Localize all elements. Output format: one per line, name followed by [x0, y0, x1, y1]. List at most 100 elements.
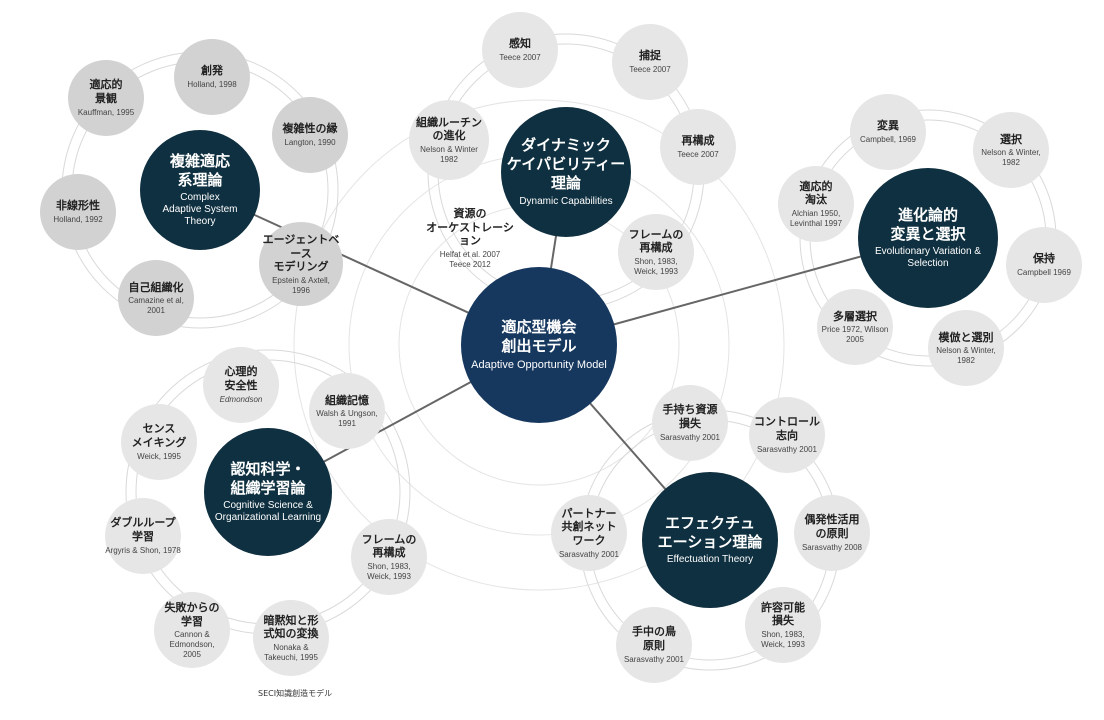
center-title-jp: 適応型機会 創出モデル: [501, 318, 577, 355]
node-label: 手持ち資源 損失: [662, 403, 718, 431]
node-label: 許容可能 損失: [761, 600, 805, 628]
node-label: 創発: [201, 64, 223, 78]
node-label: 失敗からの 学習: [164, 600, 220, 628]
node-citation: Cannon & Edmondson, 2005: [169, 630, 215, 659]
node-label: 偶発性活用 の原則: [804, 513, 860, 541]
hub-effectuation: エフェクチュ エーション理論 Effectuation Theory: [642, 472, 778, 608]
node-retention: 保持 Campbell 1969: [1006, 227, 1082, 303]
node-agent-based-modeling: エージェントベース モデリング Epstein & Axtell, 1996: [259, 222, 343, 306]
node-frame-reconstruction-dc: フレームの 再構成 Shon, 1983, Weick, 1993: [618, 214, 694, 290]
node-label: 保持: [1033, 252, 1055, 266]
node-citation: Shon, 1983, Weick, 1993: [367, 562, 411, 581]
node-citation: Teece 2007: [629, 65, 671, 75]
node-label: 適応的 景観: [89, 78, 123, 106]
node-citation: Teece 2007: [677, 150, 719, 160]
node-label: エージェントベース モデリング: [262, 232, 340, 274]
node-label: 暗黙知と形 式知の変換: [263, 613, 319, 641]
node-label: 選択: [1000, 132, 1022, 146]
node-citation: Holland, 1992: [53, 215, 103, 225]
node-citation: Sarasvathy 2001: [756, 444, 818, 454]
node-selection: 選択 Nelson & Winter, 1982: [973, 112, 1049, 188]
node-citation: Sarasvathy 2001: [558, 549, 620, 559]
hub-cognitive-learning: 認知科学・ 組織学習論 Cognitive Science & Organiza…: [204, 428, 332, 556]
node-citation: Walsh & Ungson, 1991: [316, 409, 378, 428]
hub-title-jp: ダイナミック ケイパビリティー 理論: [506, 136, 626, 192]
node-citation: Price 1972, Wilson 2005: [821, 325, 889, 344]
node-citation: Alchian 1950, Levinthal 1997: [789, 209, 843, 228]
node-label: フレームの 再構成: [628, 227, 684, 255]
hub-title-en: Dynamic Capabilities: [519, 195, 613, 207]
node-label: 感知: [509, 37, 531, 51]
hub-title-jp: 進化論的 変異と選択: [890, 205, 966, 243]
node-citation: Teece 2007: [499, 53, 541, 63]
node-label: 模倣と選別: [938, 330, 994, 344]
node-citation: Sarasvathy 2001: [659, 432, 721, 442]
node-citation: Kauffman, 1995: [77, 107, 135, 117]
hub-title-en: Effectuation Theory: [666, 554, 754, 566]
node-multilevel-selection: 多層選択 Price 1972, Wilson 2005: [817, 289, 893, 365]
node-frame-reconstruction-cog: フレームの 再構成 Shon, 1983, Weick, 1993: [351, 519, 427, 595]
node-label: 非線形性: [56, 199, 100, 213]
node-label: 再構成: [681, 134, 715, 148]
hub-evolutionary: 進化論的 変異と選択 Evolutionary Variation & Sele…: [858, 168, 998, 308]
node-label: 変異: [877, 119, 899, 133]
node-label: 資源の オーケストレーション: [426, 206, 514, 248]
node-label: 捕捉: [639, 49, 661, 63]
hub-title-jp: エフェクチュ エーション理論: [657, 513, 763, 551]
node-emergence: 創発 Holland, 1998: [174, 39, 250, 115]
node-citation: Langton, 1990: [284, 138, 336, 148]
node-label: 組織ルーチン の進化: [416, 115, 482, 143]
hub-title-en: Cognitive Science & Organizational Learn…: [214, 500, 322, 524]
node-label: 心理的 安全性: [224, 365, 258, 393]
node-label: ダブルループ 学習: [110, 516, 176, 544]
node-label: フレームの 再構成: [361, 532, 417, 560]
node-citation: Holland, 1998: [187, 80, 237, 90]
node-label: センス メイキング: [131, 422, 187, 450]
node-citation: Sarasvathy 2001: [623, 654, 685, 664]
hub-dynamic-capabilities: ダイナミック ケイパビリティー 理論 Dynamic Capabilities: [501, 107, 631, 237]
hub-title-jp: 複雑適応 系理論: [169, 151, 230, 189]
node-citation: Nelson & Winter, 1982: [981, 148, 1041, 167]
node-citation: Sarasvathy 2008: [801, 542, 863, 552]
node-label: 複雑性の縁: [282, 122, 338, 136]
node-citation: Nonaka & Takeuchi, 1995: [264, 643, 318, 662]
hub-title-en: Evolutionary Variation & Selection: [875, 246, 981, 270]
node-label: コントロール 志向: [754, 415, 820, 443]
node-reconfiguring: 再構成 Teece 2007: [660, 109, 736, 185]
node-citation: Shon, 1983, Weick, 1993: [634, 257, 678, 276]
node-label: 組織記憶: [325, 393, 369, 407]
node-label: 多層選択: [833, 309, 877, 323]
node-citation: Campbell 1969: [1017, 268, 1071, 278]
node-citation: Epstein & Axtell, 1996: [272, 276, 330, 295]
center-node: 適応型機会 創出モデル Adaptive Opportunity Model: [461, 267, 617, 423]
node-label: 適応的 淘汰: [799, 179, 833, 207]
hub-title-jp: 認知科学・ 組織学習論: [230, 459, 306, 497]
node-edge-of-chaos: 複雑性の縁 Langton, 1990: [272, 97, 348, 173]
node-seizing: 捕捉 Teece 2007: [612, 24, 688, 100]
node-sensing: 感知 Teece 2007: [482, 12, 558, 88]
hub-complex-adaptive: 複雑適応 系理論 Complex Adaptive System Theory: [140, 130, 260, 250]
node-citation: Argyris & Shon, 1978: [105, 545, 181, 555]
node-adaptive-selection: 適応的 淘汰 Alchian 1950, Levinthal 1997: [778, 166, 854, 242]
node-citation: Weick, 1995: [137, 451, 181, 461]
node-organizational-memory: 組織記憶 Walsh & Ungson, 1991: [309, 373, 385, 449]
center-ring-2: [293, 99, 785, 591]
node-label: 自己組織化: [128, 280, 184, 294]
